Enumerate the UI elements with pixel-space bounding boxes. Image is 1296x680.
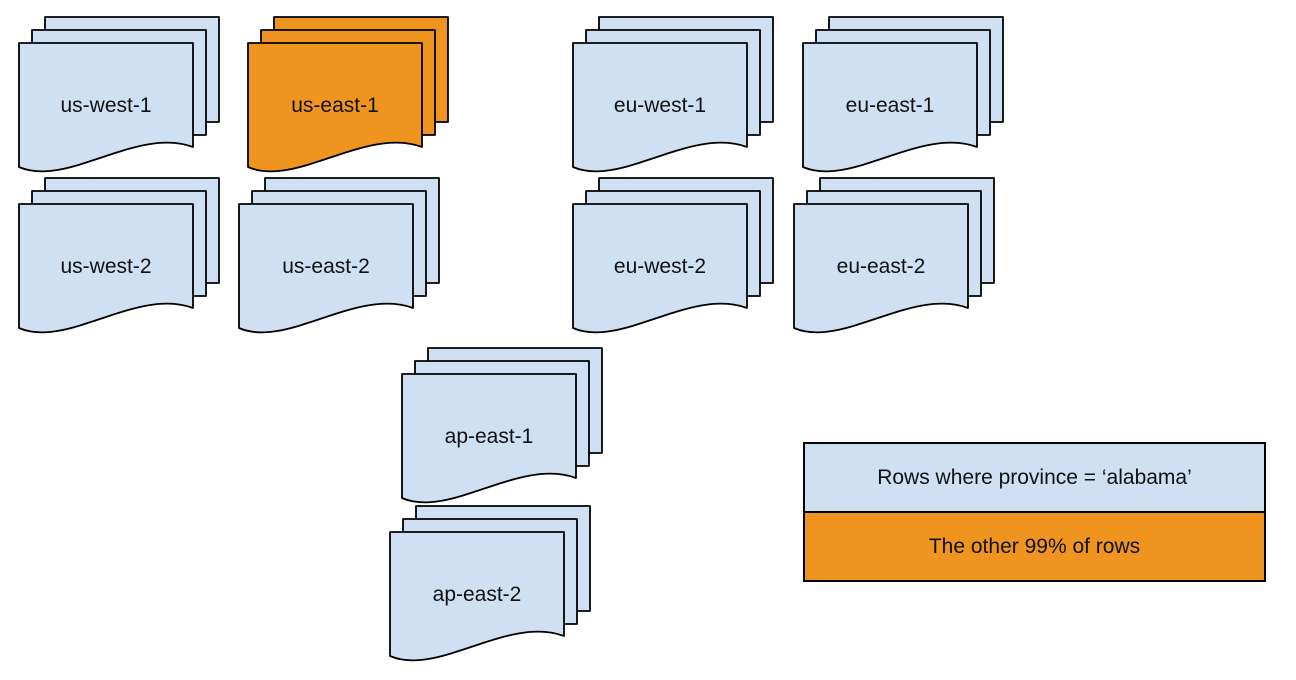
stack-label: us-west-1 — [60, 94, 151, 117]
stack-us-east-2: us-east-2 — [237, 177, 441, 337]
document-page-front — [18, 203, 194, 334]
stack-eu-east-2: eu-east-2 — [792, 177, 996, 337]
stack-ap-east-1: ap-east-1 — [400, 347, 604, 507]
stack-us-east-1: us-east-1 — [246, 16, 450, 176]
legend-item-alabama-rows: Rows where province = ‘alabama’ — [805, 444, 1264, 511]
legend-label: The other 99% of rows — [928, 534, 1141, 558]
legend-item-other-rows: The other 99% of rows — [805, 511, 1264, 580]
legend: Rows where province = ‘alabama’ The othe… — [803, 442, 1266, 582]
stack-us-west-2: us-west-2 — [17, 177, 221, 337]
document-page-front — [572, 203, 748, 334]
stack-ap-east-2: ap-east-2 — [388, 505, 592, 665]
document-page-front — [238, 203, 414, 334]
stack-label: eu-west-1 — [614, 94, 706, 117]
stack-eu-west-2: eu-west-2 — [571, 177, 775, 337]
stack-eu-west-1: eu-west-1 — [571, 16, 775, 176]
document-page-front — [389, 531, 565, 662]
document-page-front — [18, 42, 194, 173]
document-page-front — [401, 373, 577, 504]
legend-label: Rows where province = ‘alabama’ — [877, 465, 1192, 489]
stack-label: ap-east-2 — [433, 583, 522, 606]
document-page-front — [572, 42, 748, 173]
document-page-front — [802, 42, 978, 173]
stack-label: us-east-2 — [282, 255, 370, 278]
document-page-front — [247, 42, 423, 173]
stack-label: eu-east-2 — [837, 255, 926, 278]
stack-label: us-west-2 — [60, 255, 151, 278]
document-page-front — [793, 203, 969, 334]
stack-label: us-east-1 — [291, 94, 379, 117]
stack-eu-east-1: eu-east-1 — [801, 16, 1005, 176]
stack-label: ap-east-1 — [445, 425, 534, 448]
stack-label: eu-east-1 — [846, 94, 935, 117]
stack-us-west-1: us-west-1 — [17, 16, 221, 176]
stack-label: eu-west-2 — [614, 255, 706, 278]
